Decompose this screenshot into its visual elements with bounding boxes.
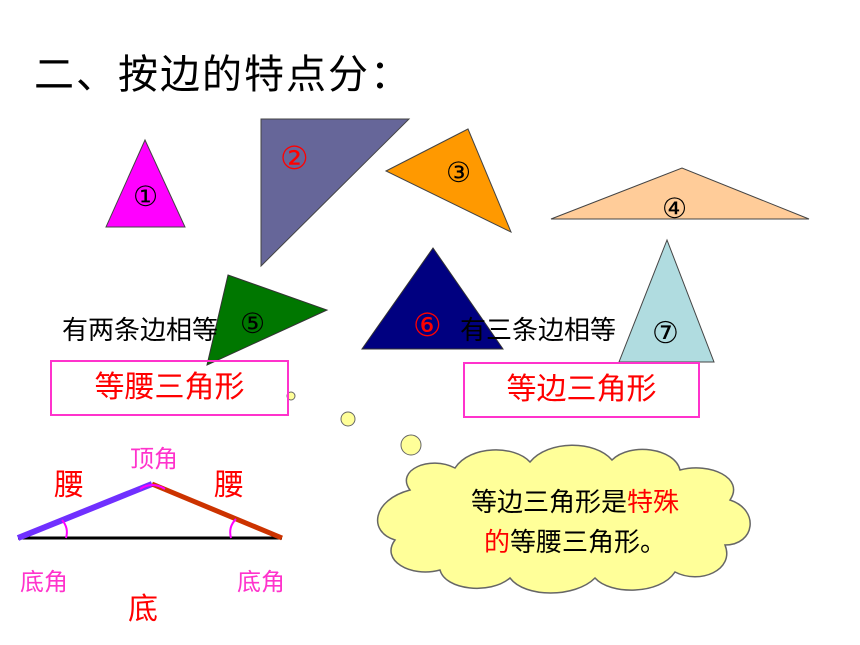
cloud-line-2-highlight: 的 — [483, 528, 510, 558]
page-title: 二、按边的特点分： — [34, 52, 412, 98]
left-caption: 有两条边相等 — [62, 316, 219, 346]
triangle-6 — [361, 247, 504, 350]
triangle-2 — [260, 118, 411, 268]
left-base-angle-arc — [61, 519, 68, 539]
apex-angle-label: 顶角 — [130, 445, 178, 473]
diagram-right-leg — [151, 481, 283, 541]
triangle-7-number: ⑦ — [652, 316, 679, 351]
right-base-angle-arc — [229, 518, 237, 539]
triangle-6-number: ⑥ — [413, 306, 442, 344]
right-base-angle-label: 底角 — [237, 568, 285, 596]
bubble-large — [400, 434, 422, 456]
triangle-3 — [384, 128, 512, 234]
left-leg-label: 腰 — [54, 468, 84, 503]
right-caption: 有三条边相等 — [460, 316, 617, 346]
triangle-3-number: ③ — [446, 156, 472, 189]
triangle-1 — [105, 138, 186, 228]
equilateral-label-box: 等边三角形 — [463, 362, 700, 418]
triangle-5 — [206, 274, 329, 366]
left-base-angle-label: 底角 — [20, 568, 68, 596]
bubble-medium — [340, 411, 356, 427]
triangle-2-number: ② — [280, 139, 309, 177]
cloud-line-2-main: 等腰三角形。 — [510, 528, 667, 558]
cloud-line-1-highlight: 特殊 — [627, 488, 680, 518]
triangle-1-number: ① — [133, 180, 159, 213]
diagram-left-leg — [16, 481, 154, 541]
cloud-line-2: 的等腰三角形。 — [420, 523, 730, 563]
triangle-4 — [550, 167, 810, 220]
apex-angle-arc — [139, 484, 166, 490]
base-label: 底 — [128, 592, 158, 627]
triangle-5-number: ⑤ — [240, 307, 266, 340]
cloud-shape — [376, 444, 751, 594]
isosceles-label-box: 等腰三角形 — [50, 360, 289, 416]
right-leg-label: 腰 — [214, 468, 244, 503]
cloud-line-1: 等边三角形是特殊 — [420, 483, 730, 523]
cloud-text: 等边三角形是特殊 的等腰三角形。 — [420, 483, 730, 563]
cloud-line-1-main: 等边三角形是 — [470, 488, 627, 518]
triangle-4-number: ④ — [662, 192, 688, 225]
